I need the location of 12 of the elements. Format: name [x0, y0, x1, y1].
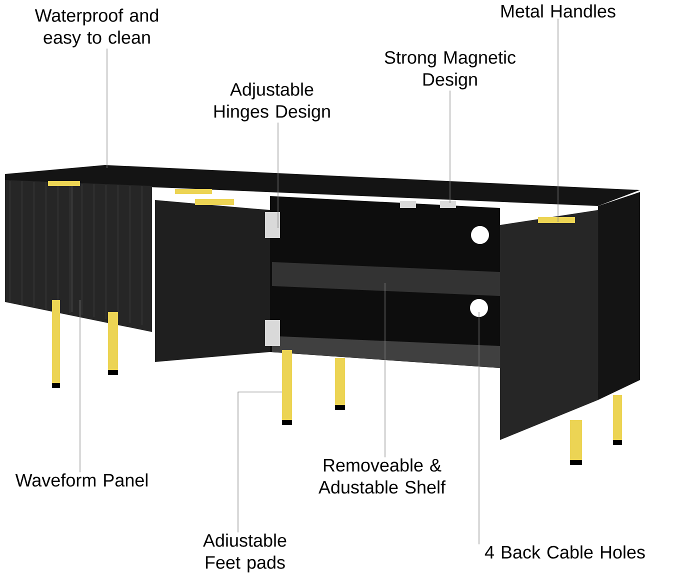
callout-text: Metal Handles — [501, 4, 616, 18]
leader-line — [106, 48, 108, 168]
callout-text: Waterproof and easy to clean — [34, 8, 158, 48]
callout-text: Strong Magnetic Design — [384, 50, 516, 90]
callout-text: Adiustable Feet pads — [203, 534, 286, 572]
callout-text: 4 Back Cable Holes — [484, 545, 645, 559]
leader-line — [238, 392, 282, 533]
callout-text: Adjustable Hinges Design — [214, 82, 330, 122]
callout-text: Removeable & Adustable Shelf — [318, 458, 446, 494]
leader-line — [478, 312, 480, 544]
callout-text: Waveform Panel — [15, 473, 148, 487]
leader-line — [384, 282, 386, 458]
